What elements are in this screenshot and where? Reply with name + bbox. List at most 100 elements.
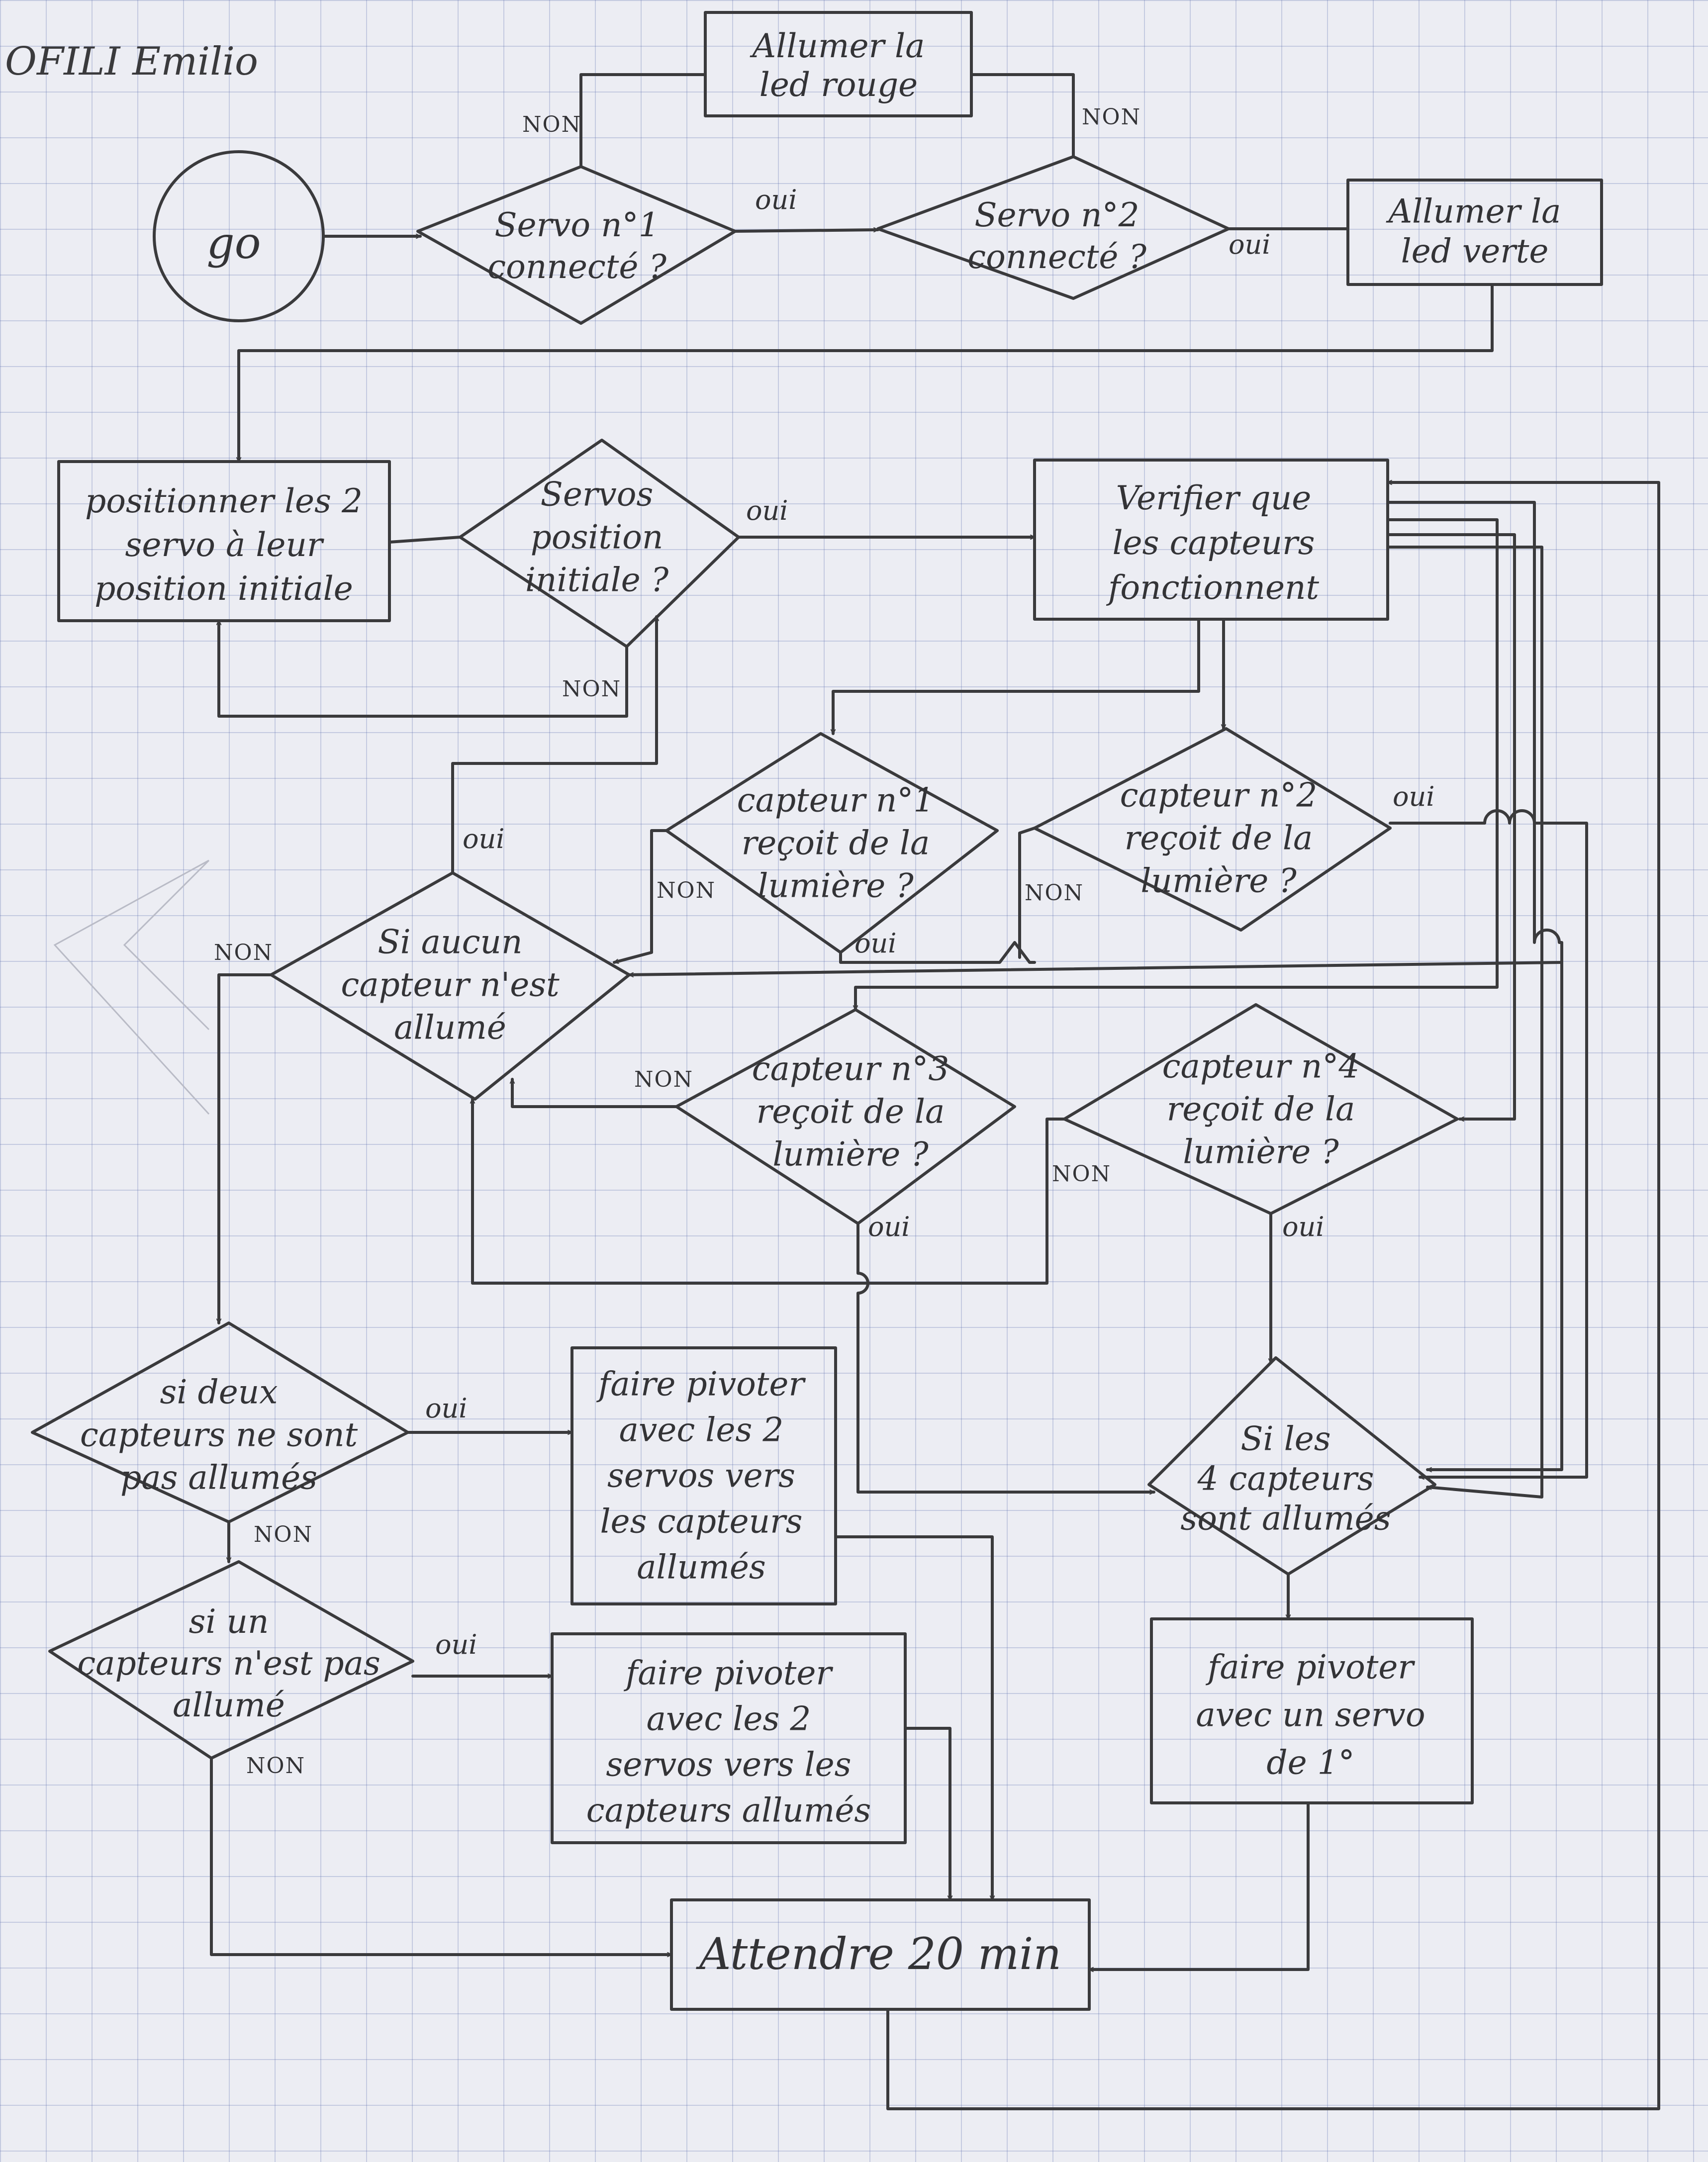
- node-text-line: avec les 2: [619, 1410, 784, 1449]
- sensor3-text: capteur n°3 reçoit de la lumière ?: [752, 1050, 949, 1174]
- node-text-line: capteur n'est: [341, 966, 560, 1004]
- node-text-line: Allumer la: [749, 27, 925, 65]
- edge-sensor2-yes: [1389, 809, 1588, 1477]
- edge-pivottwo-wait: [834, 1535, 992, 1901]
- sensor4-text: capteur n°4 reçoit de la lumière ?: [1162, 1047, 1360, 1171]
- pivot-two-box: [570, 1346, 837, 1605]
- edge-sensor1-yes: [839, 941, 1036, 964]
- node-text-line: lumière ?: [772, 1135, 929, 1174]
- node-text-line: position initiale: [95, 569, 353, 608]
- node-text-line: reçoit de la: [1167, 1090, 1355, 1128]
- edge-sensor1-no: [613, 829, 668, 962]
- label-sensor2-yes: oui: [1393, 781, 1435, 812]
- node-text-line: sont allumés: [1180, 1500, 1391, 1538]
- node-text-line: si un: [189, 1602, 269, 1641]
- label-sensor4-no: NON: [1052, 1161, 1111, 1187]
- edge-sensor2-no: [1018, 827, 1036, 959]
- label-servosinit-yes: oui: [746, 495, 788, 526]
- edge-noneon-servosinit: [451, 615, 657, 874]
- edge-green-position: [239, 283, 1494, 463]
- label-servo1-yes: oui: [755, 184, 797, 215]
- node-text-line: capteur n°1: [737, 781, 935, 820]
- servo2-text: Servo n°2 connecté ?: [967, 196, 1146, 276]
- node-text-line: lumière ?: [1183, 1133, 1339, 1171]
- edge-verify-sensor3: [855, 518, 1499, 1011]
- node-text-line: les capteurs: [600, 1502, 802, 1540]
- label-noneon-yes: oui: [463, 823, 505, 854]
- edge-position-servosinit: [388, 536, 462, 544]
- label-servo1-no: NON: [522, 112, 581, 137]
- edge-servo1-servo2: [734, 230, 879, 233]
- servo1-text: Servo n°1 connecté ?: [487, 206, 666, 286]
- go-text: go: [206, 217, 261, 269]
- led-red-box: [704, 11, 973, 117]
- node-text-line: capteur n°3: [752, 1050, 949, 1088]
- verify-sensors-box: [1033, 459, 1389, 621]
- edge-sensor3-yes: [856, 1222, 1155, 1492]
- node-text-line: initiale ?: [525, 561, 669, 599]
- label-sensor1-yes: oui: [854, 928, 897, 959]
- edge-pivotone-wait: [904, 1727, 950, 1901]
- edge-sensor3-no: [512, 1078, 678, 1108]
- node-text-line: go: [206, 217, 261, 269]
- edge-verify-sensor1: [833, 618, 1200, 735]
- node-text-line: pas allumés: [120, 1459, 317, 1497]
- node-text-line: de 1°: [1266, 1744, 1354, 1782]
- edge-sensor4-no: [473, 1098, 1066, 1285]
- label-twooff-no: NON: [254, 1522, 313, 1547]
- node-text-line: les capteurs: [1112, 524, 1315, 562]
- edge-sensor-yes-bundle2: [1386, 546, 1543, 1499]
- node-text-line: capteur n°4: [1162, 1047, 1360, 1086]
- node-text-line: servo à leur: [125, 526, 324, 564]
- servo1-decision: [416, 165, 737, 325]
- node-text-line: avec les 2: [647, 1699, 811, 1738]
- pivot-one-box: [551, 1632, 907, 1844]
- node-text-line: capteur n°2: [1120, 776, 1318, 815]
- label-sensor2-no: NON: [1025, 880, 1084, 906]
- edge-noneon-no: [219, 973, 273, 1324]
- label-sensor3-yes: oui: [868, 1211, 910, 1242]
- edge-pivotdeg-wait: [1088, 1801, 1310, 1970]
- label-sensor1-no: NON: [657, 878, 716, 903]
- node-text-line: Si aucun: [378, 923, 522, 961]
- node-text-line: Si les: [1240, 1420, 1330, 1458]
- author-name: OFILI Emilio: [5, 39, 258, 84]
- node-text-line: si deux: [160, 1373, 278, 1411]
- node-text-line: Servo n°1: [494, 206, 659, 244]
- edge-servo2-red: [970, 73, 1075, 158]
- label-oneoff-no: NON: [246, 1753, 305, 1779]
- edge-wait-loop: [886, 482, 1660, 2110]
- edge-to-noneon: [628, 961, 1563, 975]
- label-servosinit-no: NON: [562, 676, 621, 702]
- node-text-line: faire pivoter: [596, 1365, 806, 1403]
- node-text-line: servos vers les: [606, 1745, 851, 1784]
- label-sensor3-no: NON: [634, 1067, 693, 1092]
- edge-servo1-red: [579, 73, 707, 168]
- edge-sensor-yes-bundle: [1386, 501, 1563, 1470]
- node-text-line: reçoit de la: [757, 1093, 945, 1131]
- node-text-line: faire pivoter: [1205, 1648, 1415, 1687]
- node-text-line: position: [531, 518, 664, 557]
- node-text-line: connecté ?: [487, 248, 666, 286]
- label-oneoff-yes: oui: [435, 1629, 477, 1660]
- node-text-line: connecté ?: [967, 238, 1146, 276]
- none-on-decision: [270, 871, 631, 1101]
- node-text-line: servos vers: [607, 1456, 795, 1495]
- node-text-line: allumé: [173, 1686, 285, 1724]
- node-text-line: Servo n°2: [974, 196, 1139, 234]
- edge-servosinit-no: [219, 619, 628, 718]
- node-text-line: capteurs ne sont: [80, 1416, 358, 1454]
- node-text-line: allumé: [394, 1009, 506, 1047]
- label-noneon-no: NON: [214, 940, 273, 965]
- node-text-line: led verte: [1401, 232, 1549, 271]
- node-text-line: capteurs n'est pas: [77, 1644, 380, 1683]
- node-text-line: lumière ?: [1140, 862, 1297, 900]
